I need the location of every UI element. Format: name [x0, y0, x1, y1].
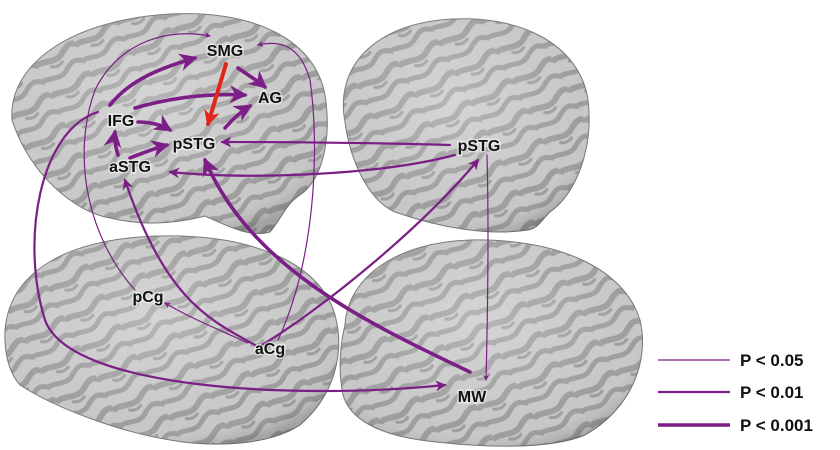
legend-item-p001: P < 0.01: [658, 383, 804, 402]
label-ifg: IFG: [108, 113, 135, 130]
label-pstg-left: pSTG: [173, 136, 216, 153]
label-smg: SMG: [207, 43, 243, 60]
legend-label-p001: P < 0.01: [740, 383, 804, 402]
legend-item-p005: P < 0.05: [658, 351, 804, 370]
significance-legend: P < 0.05 P < 0.01 P < 0.001: [658, 351, 813, 435]
label-pstg-right: pSTG: [458, 138, 501, 155]
brain-right-medial: [340, 240, 642, 446]
label-ag: AG: [258, 90, 282, 107]
brain-right-lateral: [343, 19, 589, 232]
legend-item-p0001: P < 0.001: [658, 416, 813, 435]
brain-surfaces: [5, 14, 643, 447]
legend-label-p005: P < 0.05: [740, 351, 804, 370]
label-astg: aSTG: [109, 159, 151, 176]
label-mw: MW: [458, 389, 487, 406]
brain-left-lateral: [12, 14, 327, 234]
label-pcg: pCg: [132, 289, 163, 306]
label-acg: aCg: [255, 341, 285, 358]
legend-label-p0001: P < 0.001: [740, 416, 813, 435]
